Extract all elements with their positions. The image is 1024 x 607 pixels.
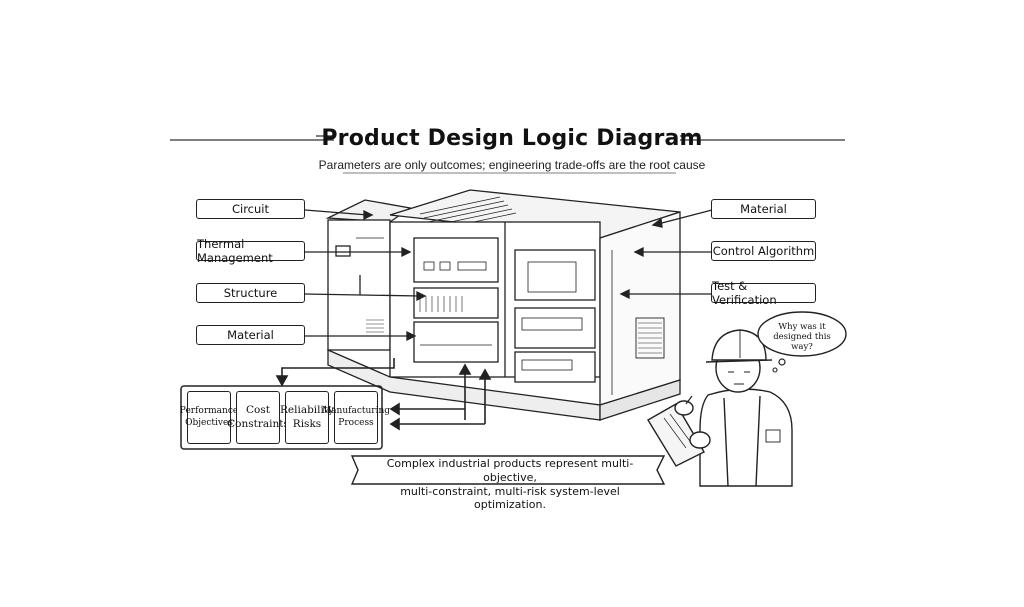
- thought-bubble-text: Why was it designed this way?: [773, 322, 831, 353]
- label-structure: Structure: [196, 283, 305, 303]
- objective-card-cost: Cost Constraints: [227, 391, 289, 444]
- objective-card-reliability: Reliability Risks: [280, 391, 334, 444]
- banner-line-2: multi-constraint, multi-risk system-leve…: [400, 484, 620, 512]
- objective-card-performance: Performance Objectives: [180, 391, 238, 444]
- page-title: Product Design Logic Diagram: [321, 126, 703, 151]
- label-circuit: Circuit: [196, 199, 305, 219]
- label-test-verification: Test & Verification: [711, 279, 816, 307]
- cabinet-illustration: [325, 189, 681, 421]
- label-control-algorithm: Control Algorithm: [711, 241, 816, 261]
- thought-bubble-shape: [757, 311, 847, 357]
- label-material-left: Material: [196, 325, 305, 345]
- banner-line-1: Complex industrial products represent mu…: [386, 457, 634, 484]
- objectives-group-frame: [180, 385, 383, 450]
- banner-caption: Complex industrial products represent mu…: [364, 457, 656, 512]
- page-subtitle: Parameters are only outcomes; engineerin…: [318, 158, 706, 172]
- banner-ribbon: [350, 455, 666, 485]
- label-thermal-management: Thermal Management: [196, 237, 305, 265]
- label-material-right: Material: [711, 199, 816, 219]
- objective-card-manufacturing: Manufacturing Process: [322, 391, 390, 444]
- engineer-illustration: [647, 329, 793, 487]
